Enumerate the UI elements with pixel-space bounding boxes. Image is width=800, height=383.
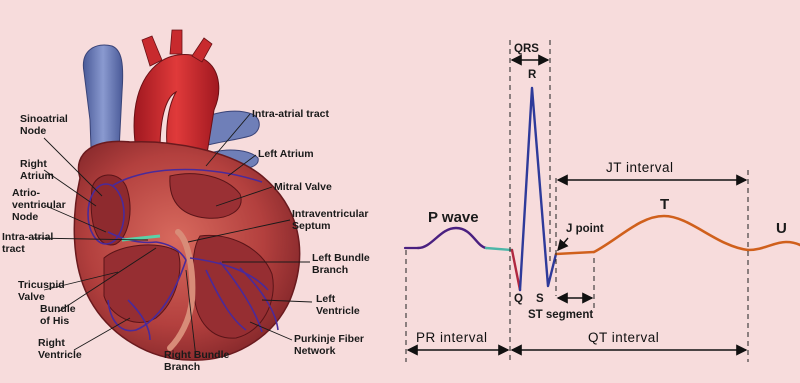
ecg-label-qt-interval: QT interval — [588, 330, 659, 345]
label-right-atrium: Right Atrium — [20, 158, 54, 182]
label-mitral-valve: Mitral Valve — [274, 181, 332, 193]
ecg-label-st-segment: ST segment — [528, 309, 593, 321]
ecg-interval-arrows — [408, 60, 746, 350]
aortic-branch-2 — [170, 30, 182, 54]
ecg-label-u: U — [776, 220, 787, 237]
label-purkinje-network: Purkinje Fiber Network — [294, 333, 367, 357]
ecg-label-r: R — [528, 69, 537, 81]
label-right-ventricle: Right Ventricle — [38, 337, 82, 361]
ecg-u-wave — [748, 242, 800, 250]
label-left-bundle-branch: Left Bundle Branch — [312, 252, 373, 276]
ecg-label-pr-interval: PR interval — [416, 330, 488, 345]
ecg-st-segment — [556, 252, 594, 254]
ecg-label-t: T — [660, 196, 669, 213]
label-tricuspid-valve: Tricuspid Valve — [18, 279, 68, 303]
label-left-ventricle: Left Ventricle — [316, 293, 360, 317]
heart-illustration — [74, 30, 299, 360]
ecg-t-wave — [594, 216, 748, 252]
arrow-j-point-pointer — [558, 238, 568, 250]
ecg-trace — [405, 88, 800, 290]
ecg-label-j-point: J point — [566, 223, 604, 235]
ecg-label-p-wave: P wave — [428, 209, 479, 226]
ecg-label-s: S — [536, 293, 544, 305]
label-intraventricular-septum: Intraventricular Septum — [292, 208, 371, 232]
aortic-branch-1 — [142, 36, 162, 66]
label-intra-atrial-tract-left: Intra-atrial tract — [2, 231, 56, 255]
label-bundle-of-his: Bundle of His — [40, 303, 79, 327]
label-av-node: Atrio- ventricular Node — [12, 187, 69, 223]
ecg-q-wave — [512, 250, 520, 290]
ecg-pr-segment — [486, 248, 512, 250]
label-right-bundle-branch: Right Bundle Branch — [164, 349, 232, 373]
ecg-label-qrs: QRS — [514, 43, 539, 55]
ecg-qrs-complex — [520, 88, 556, 290]
label-intra-atrial-tract-top: Intra-atrial tract — [252, 108, 330, 120]
label-sinoatrial-node: Sinoatrial Node — [20, 113, 71, 137]
ecg-label-jt-interval: JT interval — [606, 160, 674, 175]
label-left-atrium: Left Atrium — [258, 148, 314, 160]
ecg-label-q: Q — [514, 293, 523, 305]
ecg-p-wave — [418, 228, 486, 248]
